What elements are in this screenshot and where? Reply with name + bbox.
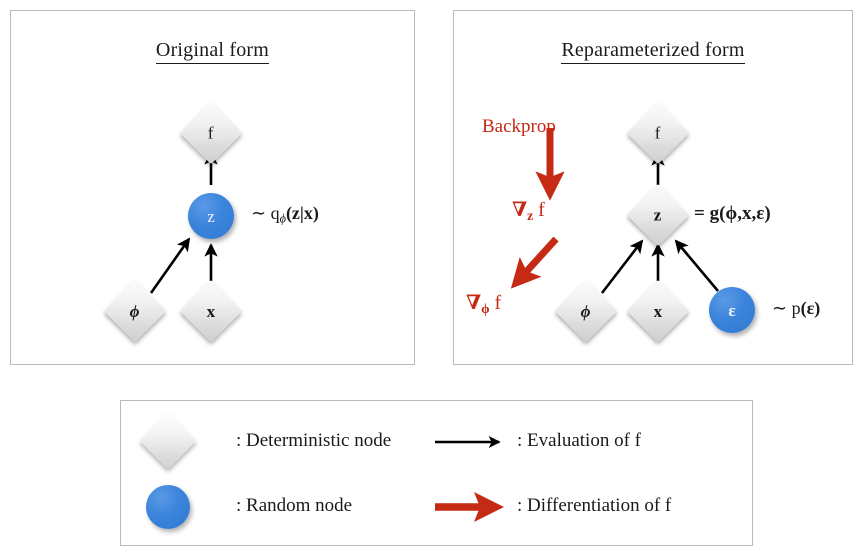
node-epsilon-reparam-label: ε bbox=[728, 300, 736, 320]
edge-phi-to-z bbox=[600, 239, 644, 294]
legend-label-random: : Random node bbox=[236, 495, 353, 516]
grad-z-subscript: z bbox=[527, 207, 534, 223]
node-f-reparam-label: f bbox=[655, 123, 661, 143]
annotation-z-definition-text: = g(ϕ,x,ε) bbox=[694, 203, 771, 224]
tilde-symbol: ∼ bbox=[251, 203, 267, 223]
q-subscript-phi: ϕ bbox=[279, 211, 286, 226]
node-z-original-label: z bbox=[207, 206, 215, 226]
node-z-reparam-label: z bbox=[654, 205, 662, 225]
grad-phi-subscript: ϕ bbox=[481, 300, 490, 316]
annotation-z-definition: = g(ϕ,x,ε) bbox=[694, 203, 771, 225]
node-x-reparam-label: x bbox=[653, 301, 663, 321]
label-backprop: Backprop bbox=[482, 116, 556, 138]
panel-title-reparam-text: Reparameterized form bbox=[561, 39, 745, 64]
p-arguments: (ε) bbox=[800, 298, 821, 318]
node-epsilon-reparam[interactable]: ε bbox=[709, 287, 755, 333]
panel-original-form: Original form f z ϕ x ∼ qϕ(z|x) bbox=[10, 10, 415, 365]
panel-title-original: Original form bbox=[11, 39, 414, 64]
q-base: q bbox=[270, 203, 280, 223]
label-grad-z-f: ∇z f bbox=[512, 197, 545, 224]
edge-epsilon-to-z bbox=[674, 239, 719, 292]
legend-label-evaluation: : Evaluation of f bbox=[517, 430, 641, 451]
nabla-icon: ∇ bbox=[512, 199, 528, 221]
legend-label-deterministic: : Deterministic node bbox=[236, 430, 392, 451]
node-phi-reparam-label: ϕ bbox=[581, 301, 591, 321]
node-x-original-label: x bbox=[206, 301, 216, 321]
panel-title-original-text: Original form bbox=[155, 39, 270, 64]
node-phi-original-label: ϕ bbox=[130, 301, 140, 321]
label-grad-phi-f: ∇ϕ f bbox=[466, 290, 501, 317]
grad-z-function: f bbox=[538, 199, 545, 221]
node-z-original[interactable]: z bbox=[188, 193, 234, 239]
panel-title-reparam: Reparameterized form bbox=[454, 39, 852, 64]
red-arrow-grad-phi bbox=[510, 236, 559, 289]
legend-label-differentiation: : Differentiation of f bbox=[517, 495, 672, 516]
q-arguments: (z|x) bbox=[285, 203, 319, 223]
edge-phi-to-z bbox=[149, 237, 191, 294]
legend-arrow-icons bbox=[435, 436, 504, 522]
circle-icon bbox=[146, 485, 190, 529]
node-f-original-label: f bbox=[208, 123, 214, 143]
grad-phi-function: f bbox=[494, 292, 502, 314]
annotation-epsilon-distribution: ∼ p(ε) bbox=[772, 298, 820, 319]
p-base: p bbox=[791, 298, 801, 318]
tilde-symbol: ∼ bbox=[772, 298, 788, 318]
annotation-z-distribution: ∼ qϕ(z|x) bbox=[251, 203, 319, 226]
panel-reparameterized-form: Reparameterized form Backprop ∇z f bbox=[453, 10, 853, 365]
edges-reparameterized-form bbox=[510, 128, 719, 295]
label-backprop-text: Backprop bbox=[482, 116, 556, 137]
legend-box: : Deterministic node : Random node : Eva… bbox=[120, 400, 753, 546]
nabla-icon: ∇ bbox=[466, 292, 482, 314]
